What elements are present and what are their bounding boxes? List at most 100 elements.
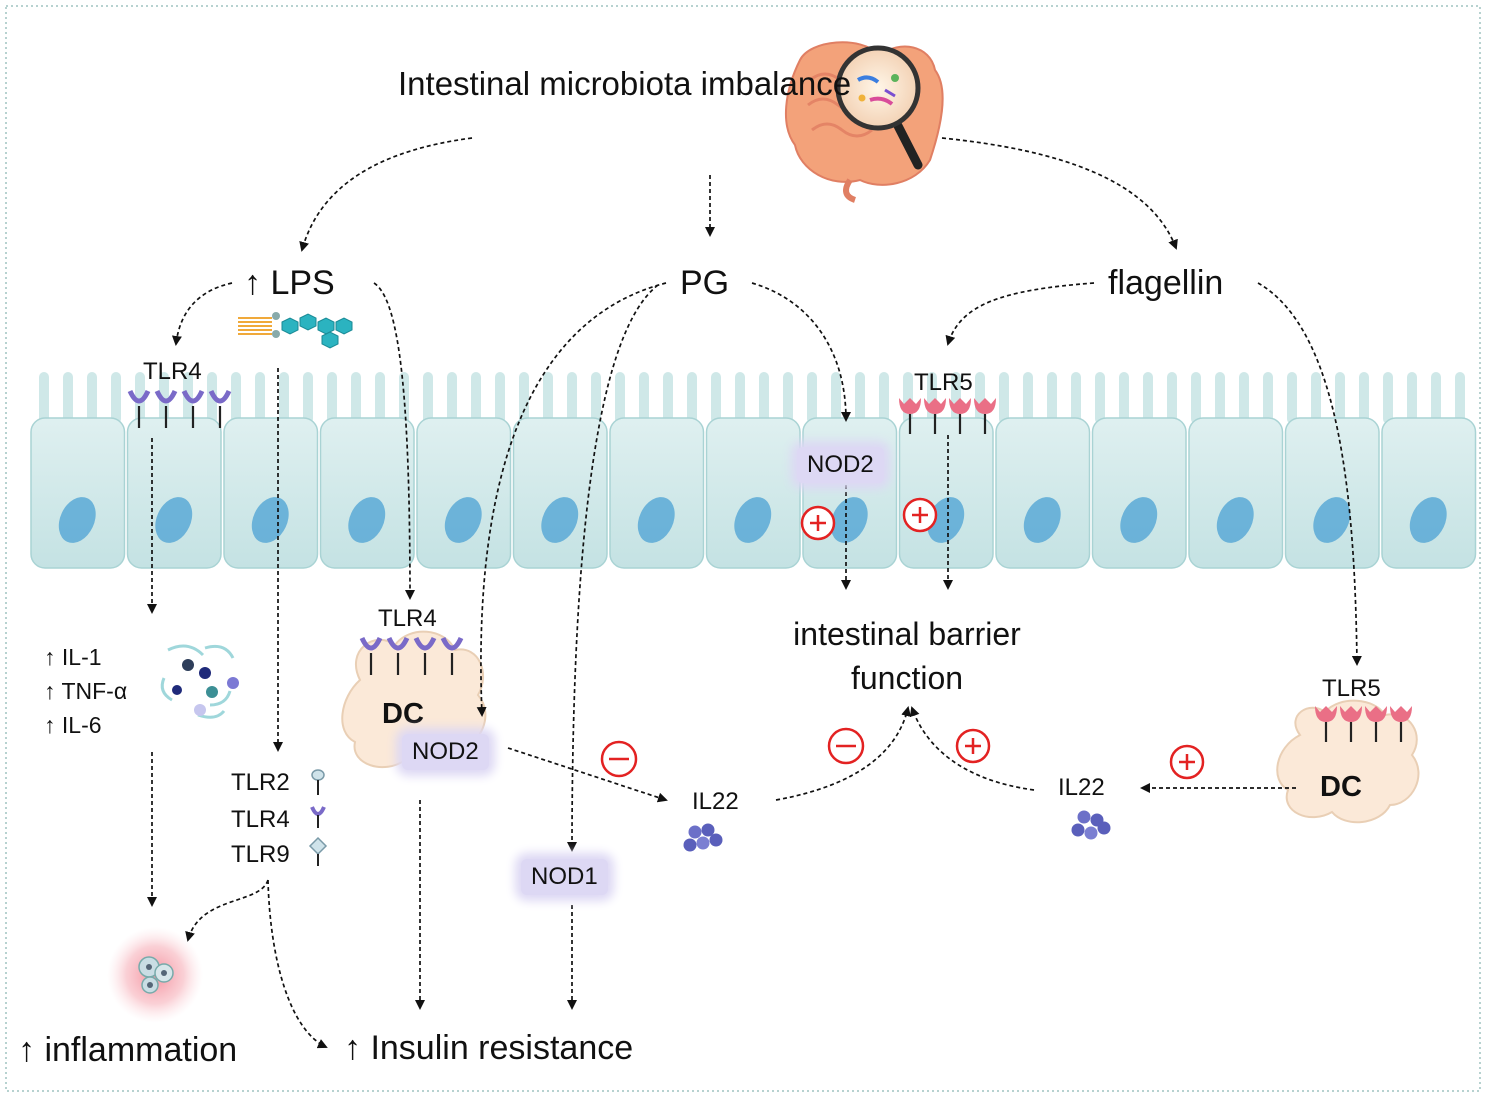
tlr5-receptor-unit — [949, 398, 971, 414]
microvillus — [1119, 372, 1129, 424]
microvillus — [519, 372, 529, 424]
microvillus — [1335, 372, 1345, 424]
nod2-epithelial-label: NOD2 — [797, 447, 884, 483]
dc-right-label: DC — [1320, 771, 1362, 803]
inflammation-cell-icon — [107, 927, 203, 1023]
arrow-microbiota-to-flagellin — [941, 137, 1178, 250]
microvillus — [663, 372, 673, 424]
flagellin-label: flagellin — [1108, 264, 1224, 302]
epithelial-cell-layer — [30, 417, 1477, 569]
tlr5-receptor-unit — [974, 398, 996, 414]
microvilli — [39, 372, 1465, 424]
cell-nucleus — [1313, 497, 1351, 543]
tlr4-receptor-unit — [208, 389, 232, 404]
tlr5-receptor-epithelial — [899, 398, 996, 434]
microvillus — [1167, 372, 1177, 424]
microvillus — [1431, 372, 1441, 424]
tlr5-receptor-unit — [1365, 706, 1387, 722]
arrow-il22-to-barrier — [775, 706, 912, 801]
dendritic-cell-right — [1276, 699, 1420, 824]
microvillus — [327, 372, 337, 424]
epithelial-cell — [802, 417, 898, 569]
microvillus — [1287, 372, 1297, 424]
cell-nucleus — [1023, 497, 1061, 543]
epithelial-cell — [1381, 417, 1477, 569]
microvillus — [111, 372, 121, 424]
tlr5-receptor-unit — [1390, 706, 1412, 722]
microvillus — [1239, 372, 1249, 424]
tlr4-epithelial-label: TLR4 — [143, 358, 202, 385]
microvillus — [639, 372, 649, 424]
microvillus — [471, 372, 481, 424]
tlr4-receptor-unit — [440, 636, 464, 651]
nod2-dc-label: NOD2 — [402, 734, 489, 770]
epithelial-cell — [609, 417, 705, 569]
tlr9-icon — [308, 836, 328, 866]
microvillus — [735, 372, 745, 424]
microvillus — [423, 372, 433, 424]
arrow-dc-nod2-to-il22 — [507, 747, 668, 803]
microvillus — [1359, 372, 1369, 424]
microvillus — [1071, 372, 1081, 424]
il22-left-label: IL22 — [692, 788, 739, 815]
arrow-microbiota-to-lps — [299, 137, 473, 252]
tlr5-receptor-unit — [924, 398, 946, 414]
epithelial-cell — [416, 417, 512, 569]
tlr4-receptor-unit — [127, 389, 151, 404]
microvillus — [543, 372, 553, 424]
microvillus — [303, 372, 313, 424]
microvillus — [1143, 372, 1153, 424]
microvillus — [1191, 372, 1201, 424]
il22-cluster-left-icon — [683, 823, 723, 852]
arrow-lps-to-tlr4 — [171, 282, 233, 346]
microvillus — [279, 372, 289, 424]
tlr5-receptor-unit — [899, 398, 921, 414]
cell-nucleus — [1409, 497, 1447, 543]
epithelial-cell — [319, 417, 415, 569]
microvillus — [495, 372, 505, 424]
tlr2-icon — [311, 769, 325, 795]
tlr4-label: TLR4 — [231, 806, 290, 833]
microvillus — [447, 372, 457, 424]
arrow-flagellin-to-dc-tlr5 — [1257, 282, 1362, 666]
cytokine-il1: ↑ IL-1 — [44, 644, 102, 670]
microvillus — [783, 372, 793, 424]
tlr5-epithelial-label: TLR5 — [914, 369, 973, 396]
microvillus — [351, 372, 361, 424]
insulin-resistance-label: ↑ Insulin resistance — [344, 1029, 634, 1067]
tlr4-receptor-unit — [413, 636, 437, 651]
epithelial-cell — [1284, 417, 1380, 569]
microvillus — [1455, 372, 1465, 424]
lps-molecule-icon — [238, 312, 353, 349]
outer-frame — [5, 5, 1481, 1092]
microvillus — [1215, 372, 1225, 424]
tlr4-dc-label: TLR4 — [378, 605, 437, 632]
cell-nucleus — [58, 497, 96, 543]
cell-nucleus — [541, 497, 579, 543]
nod1-label: NOD1 — [521, 859, 608, 895]
microvillus — [1095, 372, 1105, 424]
microvillus — [39, 372, 49, 424]
sign-minus-il22-barrier — [827, 727, 865, 765]
microvillus — [855, 372, 865, 424]
epithelial-cell — [995, 417, 1091, 569]
microvillus — [63, 372, 73, 424]
tlr9-label: TLR9 — [231, 841, 290, 868]
tlr4-receptor-dc — [359, 636, 464, 675]
microvillus — [1047, 372, 1057, 424]
sign-plus-tlr5 — [902, 497, 938, 533]
microvillus — [879, 372, 889, 424]
cell-nucleus — [155, 497, 193, 543]
tlr4-receptor-epithelial — [127, 389, 232, 428]
microvillus — [255, 372, 265, 424]
cell-nucleus — [927, 497, 965, 543]
epithelial-cell — [126, 417, 222, 569]
epithelial-cell — [898, 417, 994, 569]
cytokine-il6: ↑ IL-6 — [44, 712, 102, 738]
pg-label: PG — [680, 264, 730, 302]
microvillus — [687, 372, 697, 424]
tlr4-receptor-unit — [386, 636, 410, 651]
microvillus — [759, 372, 769, 424]
microvillus — [615, 372, 625, 424]
